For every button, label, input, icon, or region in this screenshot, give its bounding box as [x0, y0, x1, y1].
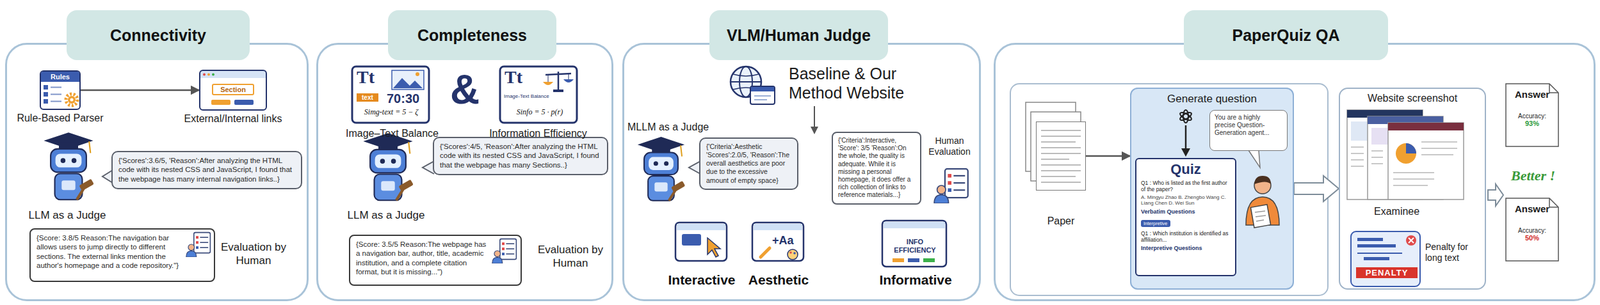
- question-type: Verbatim Questions: [1140, 208, 1231, 216]
- quiz-title: Quiz: [1140, 161, 1231, 178]
- answer-title: Answer: [1508, 203, 1556, 215]
- parser-icon: RulesRule-Based Parser: [39, 70, 81, 111]
- section-label: Baseline & Our Method Website: [788, 64, 946, 103]
- criterion-label: Aesthetic: [736, 272, 821, 289]
- answer-title: Answer: [1508, 88, 1556, 100]
- criterion-label: Interactive: [655, 272, 748, 289]
- quiz-panel-art: [1010, 83, 1328, 296]
- result-label: Better !: [1511, 167, 1556, 185]
- accuracy-label: Accuracy:: [1508, 112, 1556, 120]
- box-title: Website screenshot: [1340, 92, 1485, 105]
- judge-label: MLLM as a Judge: [627, 121, 740, 134]
- formula: Simg-text = 5 − ζ: [355, 107, 427, 118]
- icon-glyph: +Aa: [772, 234, 794, 248]
- question-type: Interpretive Questions: [1140, 245, 1231, 252]
- judge-label: LLM as a Judge: [19, 209, 116, 223]
- judge-text: {Score: 3.5/5 Reason:The webpage has a n…: [355, 240, 489, 278]
- note-label: Penalty for long text: [1425, 242, 1485, 264]
- icon-caption: Image–Text Balance: [320, 128, 465, 140]
- judge-text: {'Scores':3.6/5, 'Reason':After analyzin…: [118, 156, 296, 184]
- ratio-text: 70:30: [386, 91, 420, 107]
- judge-text: {'Criteria':Interactive, 'Score': 3/5 'R…: [838, 137, 915, 200]
- panel-heading: PaperQuiz QA: [1183, 10, 1389, 61]
- panel-heading: Connectivity: [66, 10, 250, 61]
- paper-stack: Paper: [1035, 121, 1086, 191]
- evaluator-label: Evaluation by Human: [217, 240, 290, 269]
- arrow-line: [80, 89, 200, 92]
- prompt-bubble: You are a highly precise Question-Genera…: [1209, 110, 1288, 152]
- icon-text: Section: [211, 83, 255, 96]
- icon-glyph: Tt: [356, 67, 375, 88]
- evaluator-label: Evaluation by Human: [534, 243, 607, 271]
- panel-heading: VLM/Human Judge: [709, 10, 889, 61]
- human-eval-box: {Score: 3.8/5 Reason:The navigation bar …: [29, 228, 216, 283]
- icon-caption: Information Efficiency: [466, 128, 611, 140]
- icon-caption: Paper: [1047, 215, 1075, 228]
- criterion-label: Informative: [869, 272, 962, 289]
- icon-text: Image-Text Balance: [503, 93, 550, 100]
- answer-sheet: AnswerAccuracy:93%: [1505, 83, 1559, 147]
- balance-icons: [352, 66, 577, 123]
- role-label: Examinee: [1373, 206, 1420, 218]
- evaluator-label: Human Evaluation: [921, 135, 978, 158]
- formula: Sinfo = 5 · p(r): [504, 107, 575, 118]
- criteria-icons: [675, 220, 947, 267]
- accuracy-value: 93%: [1508, 119, 1556, 128]
- links-icon: SectionExternal/Internal links: [199, 69, 267, 111]
- examinee-art: [1338, 83, 1559, 291]
- human-eval-box: {Score: 3.5/5 Reason:The webpage has a n…: [348, 234, 522, 287]
- answer-sheet: AnswerAccuracy:50%: [1505, 198, 1559, 262]
- icon-caption: Rule-Based Parser: [16, 112, 104, 125]
- icon-caption: External/Internal links: [184, 113, 283, 125]
- question-tag: Interpretive: [1140, 220, 1171, 228]
- generate-box: Generate questionYou are a highly precis…: [1130, 87, 1294, 291]
- icon-text: Rules: [40, 71, 80, 82]
- icon-text: INFO EFFICIENCY: [884, 238, 946, 255]
- quiz-question: Q1 : Who is listed as the first author o…: [1140, 179, 1231, 193]
- judge-bubble: {'Scores':3.6/5, 'Reason':After analyzin…: [111, 151, 303, 190]
- judge-text: {'Scores':4/5, 'Reason':After analyzing …: [439, 142, 602, 170]
- accuracy-label: Accuracy:: [1508, 227, 1556, 235]
- parser-icon-art: [39, 70, 81, 111]
- quiz-options: A. Mingyu Zhao B. Zhengbo Wang C. Liang …: [1140, 194, 1231, 207]
- judge-label: LLM as a Judge: [338, 209, 435, 223]
- icon-tag: text: [356, 93, 379, 102]
- icon-glyph: Tt: [504, 67, 523, 88]
- quiz-sheet: QuizQ1 : Who is listed as the first auth…: [1135, 158, 1237, 277]
- judge-text: {Score: 3.8/5 Reason:The navigation bar …: [36, 233, 182, 271]
- human-eval-box: {'Criteria':Interactive, 'Score': 3/5 'R…: [831, 131, 922, 205]
- panel: PaperQuiz QAPaperGenerate questionYou ar…: [993, 42, 1596, 302]
- quiz-question: Q1 : Which institution is identified as …: [1140, 230, 1231, 244]
- box-title: Generate question: [1131, 92, 1293, 106]
- judge-bubble: {'Scores':4/5, 'Reason':After analyzing …: [432, 137, 609, 176]
- arrow-line: [1085, 155, 1131, 158]
- links-icon-art: [199, 69, 267, 111]
- accuracy-value: 50%: [1508, 234, 1556, 243]
- ampersand: &: [450, 69, 480, 111]
- judge-text: {'Criteria':Aesthetic 'Scores':2.0/5, 'R…: [706, 142, 792, 186]
- block-arrow: [1293, 176, 1339, 202]
- penalty-tag: PENALTY: [1356, 267, 1418, 279]
- panel-heading: Completeness: [387, 10, 557, 61]
- prompt-text: You are a highly precise Question-Genera…: [1214, 113, 1283, 138]
- judge-bubble: {'Criteria':Aesthetic 'Scores':2.0/5, 'R…: [699, 137, 799, 191]
- website-box: Website screenshot: [1338, 87, 1487, 291]
